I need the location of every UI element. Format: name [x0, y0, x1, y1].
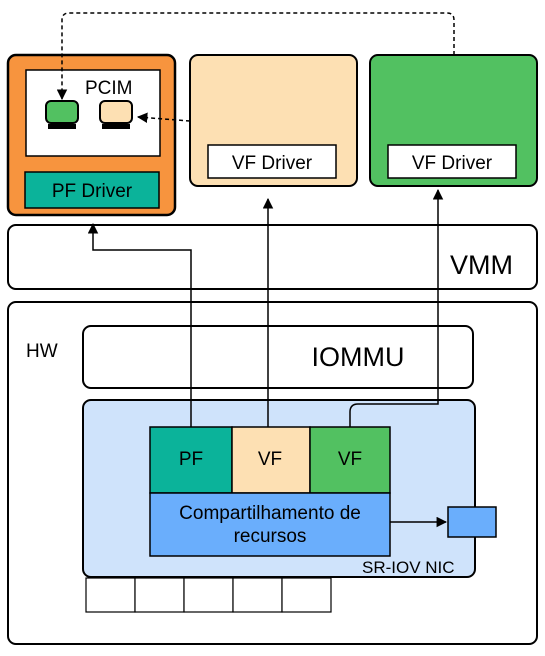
- queue-cell: [134, 577, 185, 613]
- vf-driver-2-label: VF Driver: [412, 153, 493, 174]
- vf-vm-2-to-pcim-dashed-arrow: [56, 12, 455, 101]
- iommu-label: IOMMU: [312, 342, 405, 372]
- queue-cell: [232, 577, 283, 613]
- pcim-label: PCIM: [85, 78, 133, 99]
- vf-function-1-label: VF: [258, 449, 282, 470]
- vf-vm-1-to-pcim-dashed-arrow: [136, 112, 191, 123]
- hw-label: HW: [26, 341, 58, 362]
- queue-cell: [183, 577, 234, 613]
- vf-function-1-box: [231, 426, 311, 494]
- vf-driver-2-box: [387, 144, 517, 179]
- queue-cells: [85, 577, 332, 613]
- queue-cell: [281, 577, 332, 613]
- pf-to-pf-driver-arrow: [87, 222, 192, 427]
- resource-sharing-label-line2: recursos: [234, 526, 307, 547]
- nic-label: SR-IOV NIC: [362, 558, 455, 577]
- resource-sharing-label-line1: Compartilhamento de: [179, 503, 361, 524]
- pcim-device-green-icon: [45, 100, 79, 129]
- network-port-box: [447, 506, 497, 538]
- vf-driver-1-box: [207, 144, 337, 179]
- vf-function-2-label: VF: [338, 449, 362, 470]
- pf-driver-label: PF Driver: [52, 181, 133, 202]
- resource-sharing-box: [149, 492, 391, 557]
- vf-function-2-box: [309, 426, 391, 494]
- vf2-to-vf-driver-2-arrow: [349, 188, 444, 427]
- vmm-box: [7, 224, 538, 290]
- iommu-box: [82, 325, 474, 389]
- vf-driver-1-label: VF Driver: [232, 153, 313, 174]
- pf-driver-box: [24, 171, 160, 209]
- queue-cell: [85, 577, 136, 613]
- pcim-device-beige-icon: [99, 100, 133, 129]
- vmm-label: VMM: [450, 250, 513, 280]
- pf-function-label: PF: [179, 449, 203, 470]
